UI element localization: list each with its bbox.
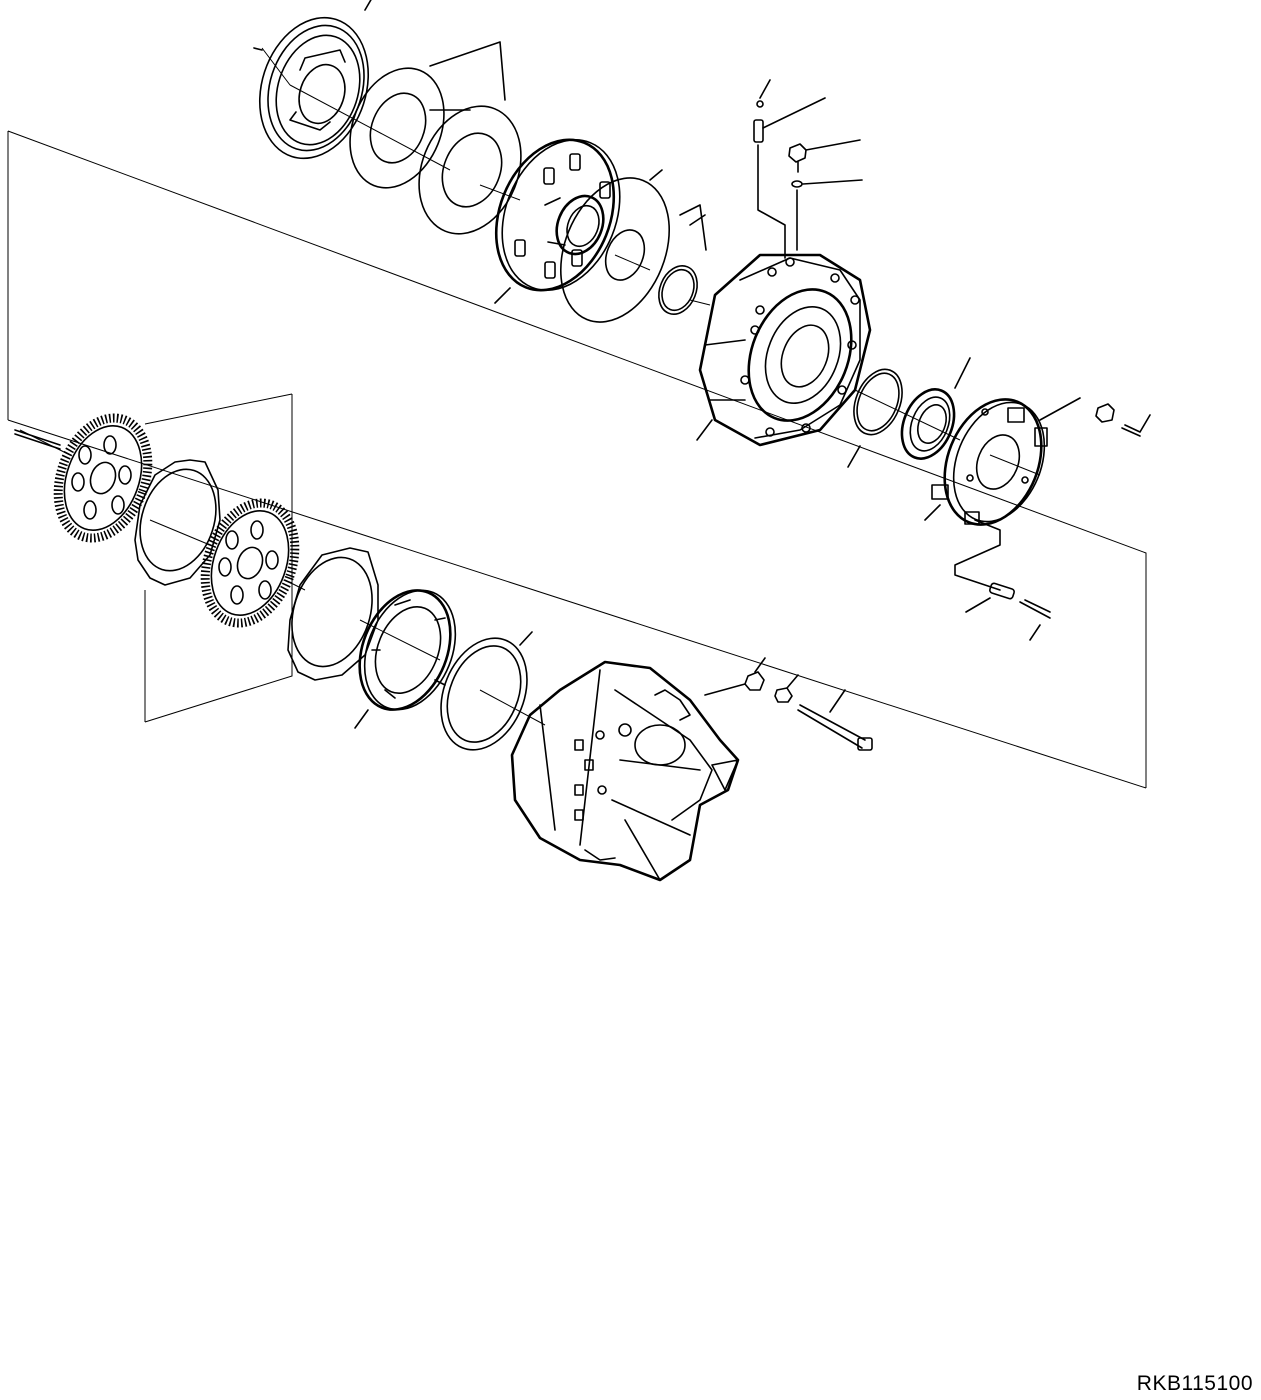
group-frames (8, 131, 1146, 788)
part-piston (343, 577, 472, 728)
part-disc-2 (401, 91, 539, 249)
part-bolts-right (955, 404, 1150, 640)
part-pin (15, 430, 60, 449)
part-axle-housing (512, 662, 738, 880)
part-housing (697, 255, 870, 445)
part-gasket (541, 162, 690, 339)
axis-lines (20, 48, 1040, 725)
part-snap-ring (845, 362, 911, 467)
part-seal (892, 358, 970, 466)
part-hub-carrier (475, 122, 641, 308)
part-bolts-lower (705, 658, 872, 750)
part-disc-1 (333, 42, 505, 202)
part-steel-plate-2 (279, 547, 386, 680)
drawing-id-label: RKB115100 (1136, 1372, 1253, 1395)
part-fittings-top (754, 80, 862, 258)
part-thrust-ring (425, 625, 543, 763)
part-o-ring-upper (652, 205, 706, 320)
part-friction-gear-1 (42, 405, 163, 550)
part-cover-plate (242, 0, 385, 173)
part-steel-plate-1 (128, 459, 229, 585)
